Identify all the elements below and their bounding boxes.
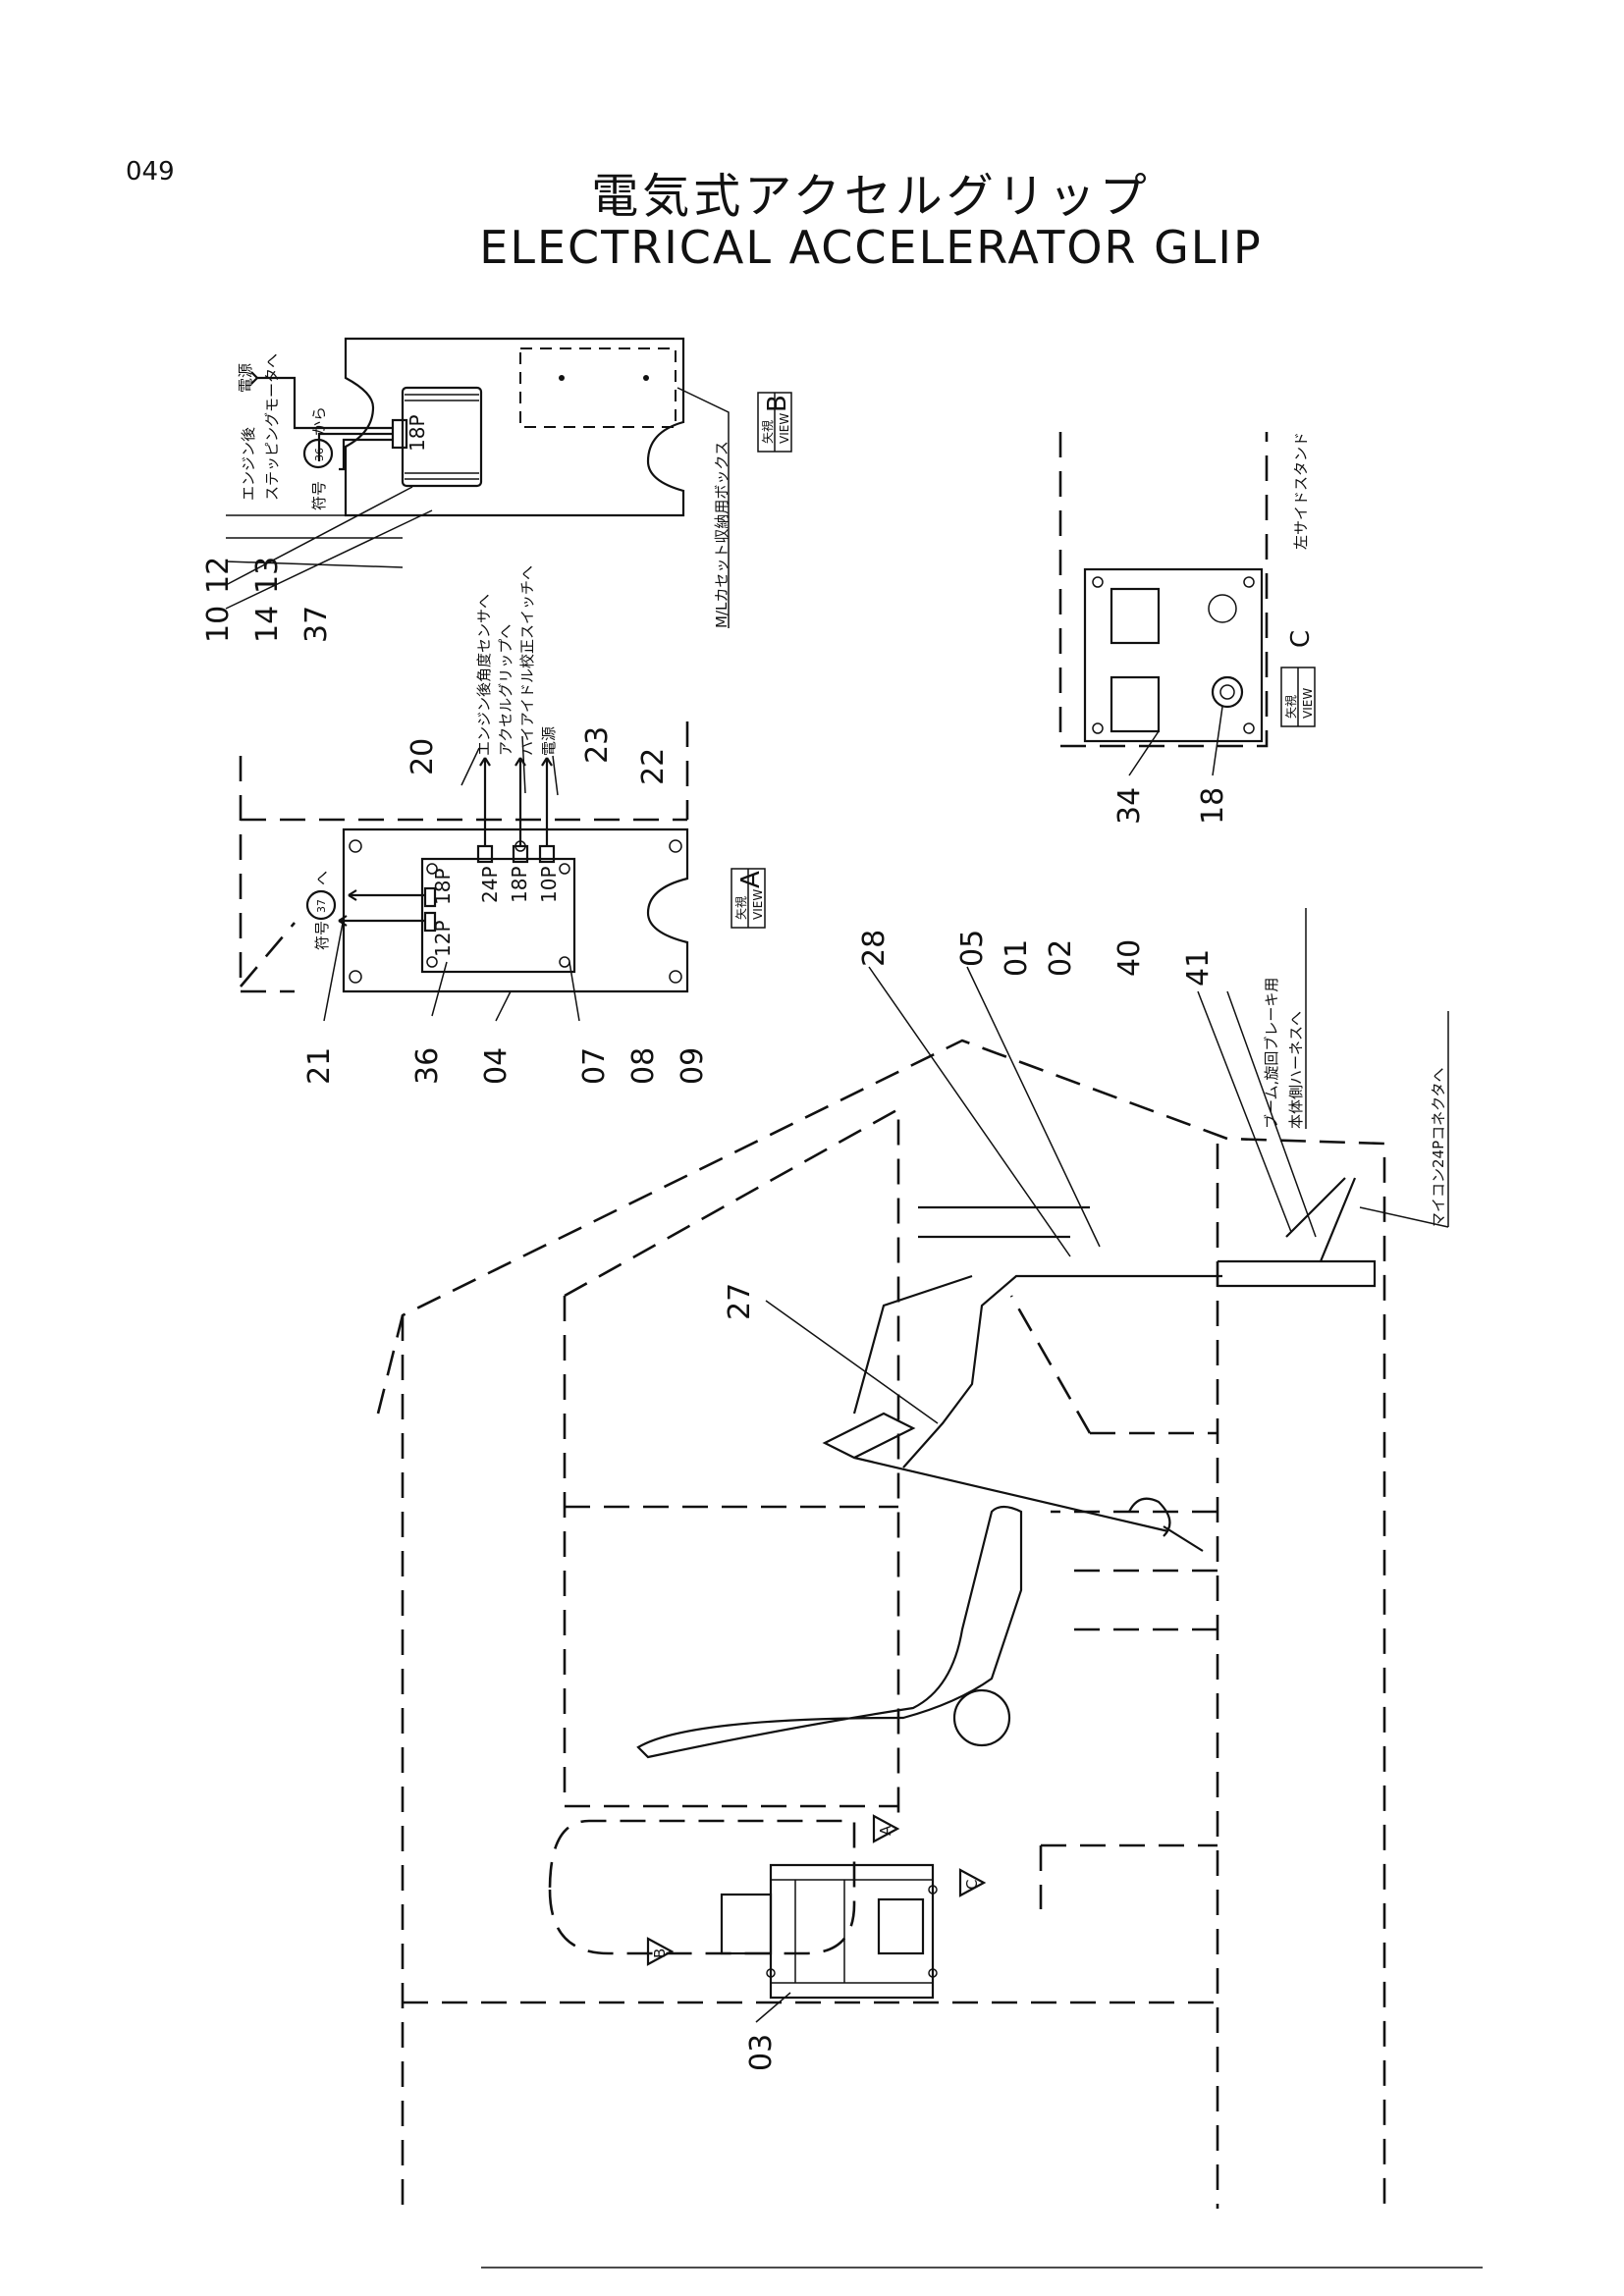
svg-text:VIEW: VIEW xyxy=(778,413,791,444)
view-a-conn-24p: 24P xyxy=(478,866,502,903)
part-18: 18 xyxy=(1196,787,1230,825)
note-brake-1: ブーム,旋回ブレーキ用 xyxy=(1263,978,1280,1129)
view-a-note-to-b: へ xyxy=(313,871,331,885)
svg-text:矢視: 矢視 xyxy=(1283,695,1298,719)
part-22: 22 xyxy=(636,748,671,785)
part-01: 01 xyxy=(1000,939,1034,977)
main-view: 28 05 01 02 40 41 ブーム,旋回ブレーキ用 本体側ハーネスへ マ… xyxy=(376,908,1449,2209)
view-b-connector-label: 18P xyxy=(406,414,429,452)
view-a: 24P 18P 10P 12P 18P エンジン後角度センサへ アクセルグリップ… xyxy=(239,565,766,1085)
main-upper-labels: 28 05 01 02 40 41 xyxy=(857,930,1317,1257)
view-c-key-switch xyxy=(1211,675,1244,709)
view-b-note-box: M/Lカセット収納用ボックス xyxy=(713,441,731,628)
part-02: 02 xyxy=(1044,939,1078,977)
view-a-letter: A xyxy=(736,871,766,888)
view-a-ref-37: 37 xyxy=(315,899,328,913)
part-37: 37 xyxy=(299,606,334,643)
view-a-conn-12p: 12P xyxy=(431,920,455,957)
view-c-label: 矢視 VIEW C xyxy=(1280,630,1316,727)
view-a-conn-10p: 10P xyxy=(537,866,561,903)
view-c-letter: C xyxy=(1286,630,1316,648)
part-28: 28 xyxy=(857,930,892,967)
svg-text:VIEW: VIEW xyxy=(1301,688,1315,719)
view-b-letter: B xyxy=(763,395,792,412)
part-09: 09 xyxy=(676,1047,710,1085)
part-08: 08 xyxy=(626,1047,661,1085)
view-c-panel xyxy=(1083,567,1264,743)
part-36: 36 xyxy=(410,1047,445,1085)
view-a-ref-circle xyxy=(305,889,337,921)
view-a-note-grip: アクセルグリップへ xyxy=(497,624,514,756)
view-a-note-power: 電源 xyxy=(540,726,558,756)
view-b-label: 矢視 VIEW B xyxy=(757,392,792,453)
view-b-box-leader xyxy=(677,387,730,628)
note-brake-2: 本体側ハーネスへ xyxy=(1287,1011,1305,1129)
seat xyxy=(636,1505,1023,1759)
part-23: 23 xyxy=(580,726,615,764)
part-10: 10 xyxy=(201,606,236,643)
view-a-conn-18p-top: 18P xyxy=(508,866,531,903)
accelerator-grip xyxy=(822,1412,1204,1552)
part-05: 05 xyxy=(955,930,990,967)
view-b-controller xyxy=(401,386,483,488)
view-b-box-outline xyxy=(519,347,677,428)
view-b-note-from-b: から xyxy=(310,406,328,436)
view-b-note-motor2: ステッピングモータへ xyxy=(263,353,281,501)
part-27: 27 xyxy=(723,1283,757,1320)
view-a-conn-18p-side: 18P xyxy=(431,868,455,905)
part-14: 14 xyxy=(250,606,285,643)
svg-text:矢視: 矢視 xyxy=(733,896,748,920)
marker-b: B xyxy=(651,1949,669,1958)
view-b-bracket xyxy=(344,337,685,517)
part-07: 07 xyxy=(577,1047,612,1085)
part-41: 41 xyxy=(1181,949,1216,987)
view-c-note: 左サイドスタンド xyxy=(1292,432,1310,550)
part-12: 12 xyxy=(201,557,236,594)
view-a-controller xyxy=(420,857,576,974)
cab-outline xyxy=(376,1039,1386,2209)
grip-harness xyxy=(852,1205,1222,1468)
part-20: 20 xyxy=(406,738,440,775)
marker-a: A xyxy=(877,1825,894,1836)
title-english: ELECTRICAL ACCELERATOR GLIP xyxy=(479,221,1263,274)
view-b-note-motor: エンジン後 xyxy=(240,427,257,501)
marker-c: C xyxy=(963,1880,981,1890)
svg-text:矢視: 矢視 xyxy=(760,420,775,444)
view-c-switch-1 xyxy=(1110,587,1161,645)
view-c-switch-2 xyxy=(1110,675,1161,733)
view-a-label: 矢視 VIEW A xyxy=(731,868,766,929)
title-japanese: 電気式アクセルグリップ xyxy=(591,169,1151,224)
view-b-note-power: 電源 xyxy=(237,363,254,393)
view-a-note-idle: ハイアイドル校正スイッチへ xyxy=(518,565,536,756)
part-34: 34 xyxy=(1112,787,1147,825)
part-13: 13 xyxy=(250,557,285,594)
part-40: 40 xyxy=(1112,939,1147,977)
view-b-ref-36: 36 xyxy=(313,448,326,461)
part-04: 04 xyxy=(479,1047,514,1085)
controller-box xyxy=(720,1863,938,2000)
view-b: 18P 電源 エンジン後 ステッピングモータへ 符号 36 から M/Lカセット… xyxy=(201,337,792,643)
part-03: 03 xyxy=(744,2034,779,2071)
view-markers: A B C xyxy=(646,1814,987,1966)
view-a-bracket xyxy=(342,828,689,993)
note-24p: マイコン24Pコネクタへ xyxy=(1430,1067,1447,1227)
svg-text:VIEW: VIEW xyxy=(751,889,765,920)
view-b-ref-circle xyxy=(302,438,334,469)
view-a-note-to-a: 符号 xyxy=(313,921,331,950)
view-a-note-sensor: エンジン後角度センサへ xyxy=(475,594,493,756)
view-c: 左サイドスタンド 矢視 VIEW C 34 18 xyxy=(1058,432,1316,825)
page-number: 049 xyxy=(126,157,175,187)
part-21: 21 xyxy=(302,1047,337,1085)
view-b-note-from-a: 符号 xyxy=(310,481,328,510)
